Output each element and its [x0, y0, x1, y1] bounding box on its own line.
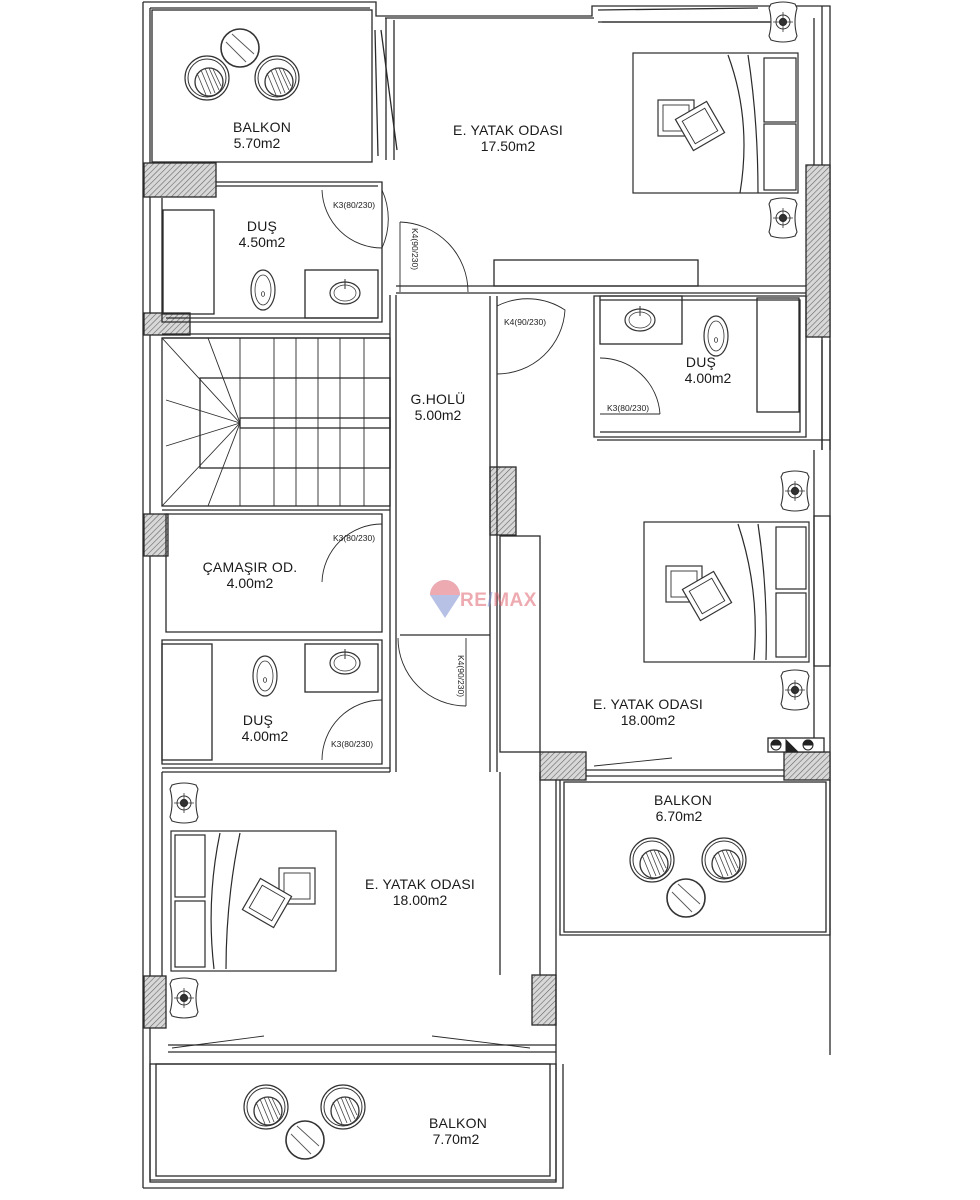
room-label-dus-top: DUŞ 4.50m2: [239, 218, 286, 250]
door-label-bedroom-bottom: K4(90/230): [456, 655, 466, 698]
door-label-dus-top: K3(80/230): [333, 200, 376, 210]
door-label-dus-left: K3(80/230): [331, 739, 374, 749]
room-label-hall: G.HOLÜ 5.00m2: [411, 391, 466, 423]
room-area: 18.00m2: [392, 892, 448, 908]
watermark-text: RE/MAX: [460, 590, 537, 611]
room-area: 7.70m2: [432, 1131, 480, 1147]
room-label-balkon-top: BALKON 5.70m2: [233, 119, 291, 151]
door-label-bedroom-right: K4(90/230): [504, 317, 547, 327]
furniture-balkon-top: [184, 28, 300, 101]
room-name: DUŞ: [246, 218, 278, 234]
room-area: 4.50m2: [238, 234, 286, 250]
room-name: E. YATAK ODASI: [365, 876, 475, 892]
room-name: G.HOLÜ: [410, 391, 466, 407]
room-area: 17.50m2: [480, 138, 536, 154]
room-name: BALKON: [654, 792, 712, 808]
remax-balloon-icon: [430, 580, 460, 618]
remax-watermark: RE/MAX: [460, 590, 537, 612]
door-label-bedroom-top: K4(90/230): [410, 228, 420, 271]
room-name: BALKON: [429, 1115, 487, 1131]
room-name: E. YATAK ODASI: [453, 122, 563, 138]
furniture-balkon-bottom: [243, 1084, 366, 1160]
furniture-balkon-right: [629, 837, 747, 918]
door-label-laundry: K3(80/230): [333, 533, 376, 543]
room-label-dus-left: DUŞ 4.00m2: [242, 712, 289, 744]
room-area: 6.70m2: [655, 808, 703, 824]
room-name: E. YATAK ODASI: [593, 696, 703, 712]
room-label-laundry: ÇAMAŞIR OD. 4.00m2: [203, 559, 298, 591]
furniture-bed-right: [643, 470, 810, 711]
room-label-balkon-bottom: BALKON 7.70m2: [429, 1115, 487, 1147]
room-name: DUŞ: [242, 712, 274, 728]
room-area: 4.00m2: [241, 728, 289, 744]
room-name: ÇAMAŞIR OD.: [202, 559, 298, 575]
room-name: DUŞ: [685, 354, 717, 370]
room-label-balkon-right: BALKON 6.70m2: [646, 792, 712, 824]
room-area: 5.00m2: [414, 407, 462, 423]
room-label-bedroom-bottom: E. YATAK ODASI 18.00m2: [365, 876, 475, 908]
room-label-dus-right: DUŞ 4.00m2: [685, 354, 732, 386]
room-area: 4.00m2: [226, 575, 274, 591]
room-area: 18.00m2: [620, 712, 676, 728]
room-area: 4.00m2: [684, 370, 732, 386]
outer-wall: [143, 1, 831, 1055]
room-label-bedroom-top: E. YATAK ODASI 17.50m2: [453, 122, 563, 154]
room-label-bedroom-right: E. YATAK ODASI 18.00m2: [593, 696, 703, 728]
room-name: BALKON: [233, 119, 291, 135]
door-label-dus-right: K3(80/230): [607, 403, 650, 413]
electrical-symbols: [770, 738, 814, 753]
room-area: 5.70m2: [233, 135, 281, 151]
furniture-bed-bottom: [169, 782, 337, 1019]
furniture-bed-top: [632, 1, 799, 239]
